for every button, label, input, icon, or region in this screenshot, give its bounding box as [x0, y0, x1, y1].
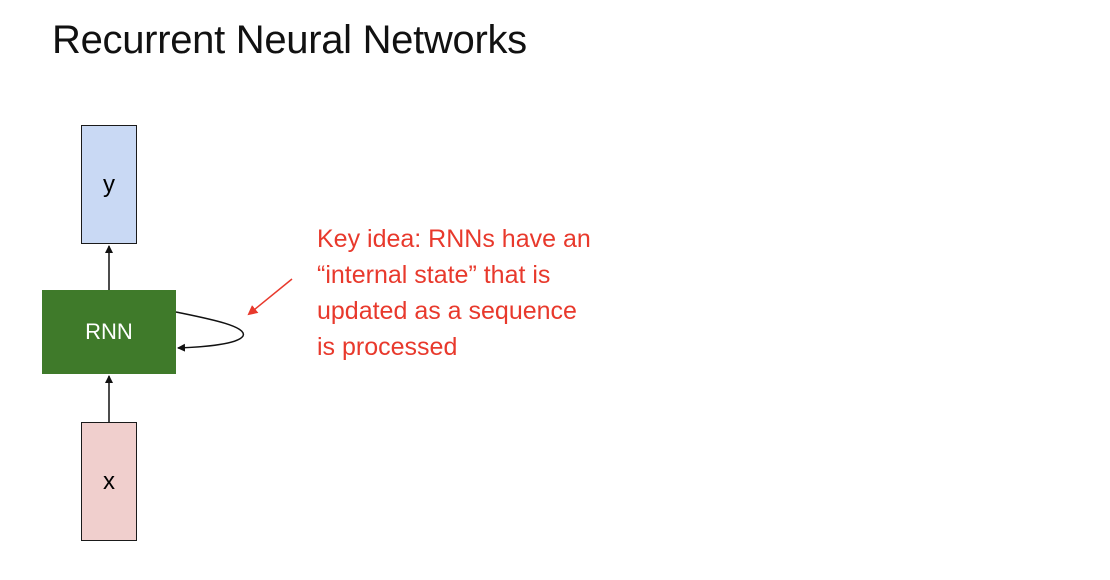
input-label: x: [103, 467, 115, 495]
rnn-label: RNN: [85, 319, 133, 344]
annotation-pointer-arrow: [247, 278, 293, 316]
key-idea-annotation: Key idea: RNNs have an “internal state” …: [317, 221, 637, 365]
recurrent-loop-arrow: [175, 311, 244, 352]
output-node-y: y: [81, 125, 137, 244]
rnn-node: RNN: [42, 290, 176, 374]
annotation-line-3: updated as a sequence: [317, 297, 577, 325]
annotation-line-1: Key idea: RNNs have an: [317, 225, 591, 253]
output-label: y: [103, 170, 115, 198]
annotation-line-4: is processed: [317, 333, 458, 361]
annotation-line-2: “internal state” that is: [317, 261, 551, 289]
input-node-x: x: [81, 422, 137, 541]
slide-title: Recurrent Neural Networks: [52, 18, 527, 62]
